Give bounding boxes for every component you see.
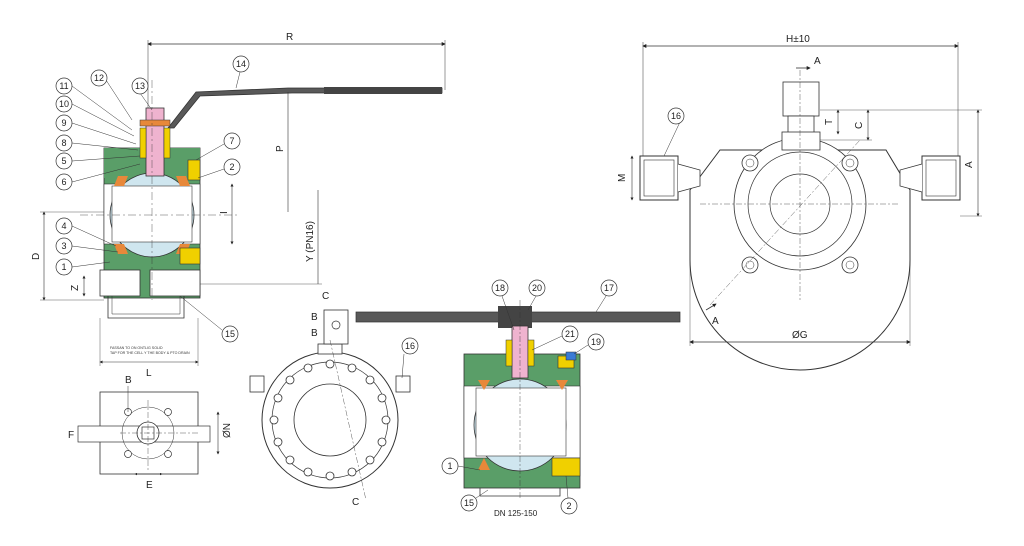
callouts-view4: 18 20 17 21 19 1 15 2 [441,279,618,515]
callout-7: 7 [229,136,234,146]
callout-2: 2 [229,162,234,172]
callout-10: 10 [59,99,69,109]
callout-4: 4 [61,221,66,231]
seat-bottom [114,244,128,254]
callout-12: 12 [94,73,104,83]
section-mark-C-bottom: C [352,497,359,508]
callout-1-dn: 1 [447,461,452,471]
dim-I: I [219,211,230,214]
dim-D: D [31,253,42,260]
section-view-dn125-150: 18 20 17 21 19 1 15 2 DN 125-150 [355,279,681,518]
dim-Z: Z [70,285,81,291]
section-mark-C-top: C [322,291,329,302]
plan-view-flange: B F E ØN [68,375,233,491]
note-line-2: TAP FOR THE CELL Y THE BODY & PTO DRAIN [110,351,190,355]
dim-A: A [964,161,975,168]
dim-Y: Y (PN16) [305,221,316,262]
dim-G: ØG [792,330,808,341]
dim-F: F [68,430,74,441]
dim-L: L [146,368,152,379]
dim-B: B [125,375,132,386]
dim-R: R [286,32,293,43]
dim-M: M [617,174,628,182]
dim-P: P [275,145,286,152]
section-view-side: R P [31,32,446,379]
callout-15-dn: 15 [464,498,474,508]
callout-17: 17 [604,283,614,293]
callout-13: 13 [135,81,145,91]
section-mark-A-top: A [814,56,821,67]
callout-21: 21 [565,329,575,339]
dim-C: C [854,122,865,129]
callout-11: 11 [59,81,68,91]
callout-5: 5 [61,156,66,166]
insert-right [179,247,201,265]
front-view-round: C C B B 16 [249,291,419,508]
callout-16-top: 16 [671,111,681,121]
callout-2-dn: 2 [566,501,571,511]
callout-8: 8 [61,138,66,148]
stem [145,107,165,177]
section-mark-A-bottom: A [712,316,719,327]
callout-3: 3 [61,241,66,251]
callout-16-front: 16 [405,341,415,351]
callout-18: 18 [495,283,505,293]
callout-9: 9 [61,118,66,128]
callout-15: 15 [225,329,235,339]
callout-14: 14 [236,59,246,69]
callout-20: 20 [532,283,542,293]
callout-1: 1 [61,262,66,272]
dim-B-lower: B [311,328,318,339]
valve-body [99,107,201,319]
dim-T: T [824,119,835,125]
dim-E: E [146,480,153,491]
dim-B-upper: B [311,312,318,323]
caption-dn: DN 125-150 [494,509,538,518]
callout-6: 6 [61,177,66,187]
dim-N: ØN [222,423,233,438]
note-line-1: FASSAN TO ON ONTLIG SOLID [110,346,163,350]
top-view-right: H±10 A A [617,34,982,371]
seat-top [114,176,128,186]
dim-H: H±10 [786,34,810,45]
callout-19: 19 [591,337,601,347]
callouts-view1: 11 12 13 14 10 9 8 5 6 [55,55,250,343]
